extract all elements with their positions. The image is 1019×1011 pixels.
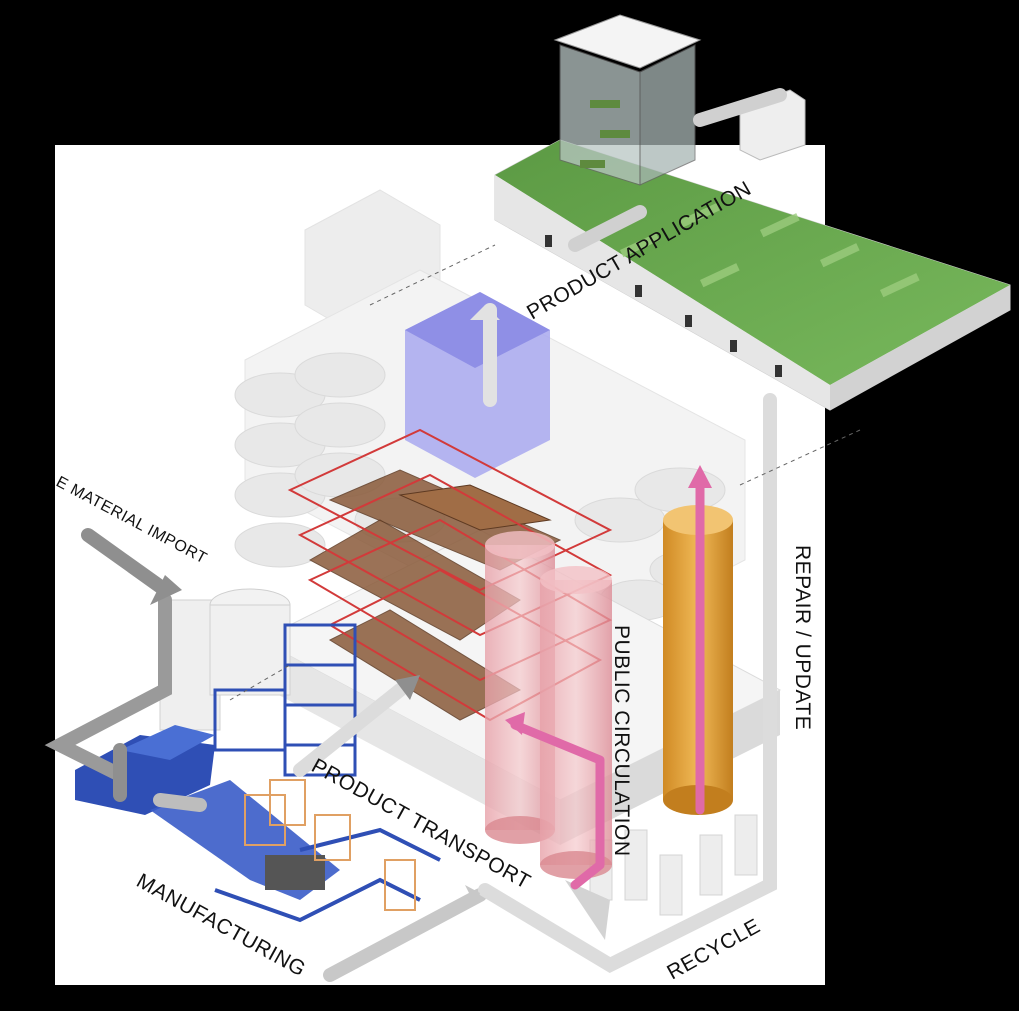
timber-lattice (308, 469, 562, 721)
flow-arrows (44, 88, 787, 982)
circulation-arrows (510, 475, 705, 890)
green-roof-platform (494, 139, 1011, 411)
recycle-repair-loop (478, 393, 777, 973)
label-repair-update: REPAIR / UPDATE (791, 545, 814, 730)
manufacturing-out-arrow (323, 888, 487, 982)
public-circulation-towers (485, 531, 612, 879)
material-import-arrow (81, 528, 172, 597)
product-transport-arrow (293, 683, 407, 777)
label-public-circulation: PUBLIC CIRCULATION (610, 625, 633, 856)
blue-silo (405, 292, 550, 478)
arrowheads (150, 305, 500, 905)
